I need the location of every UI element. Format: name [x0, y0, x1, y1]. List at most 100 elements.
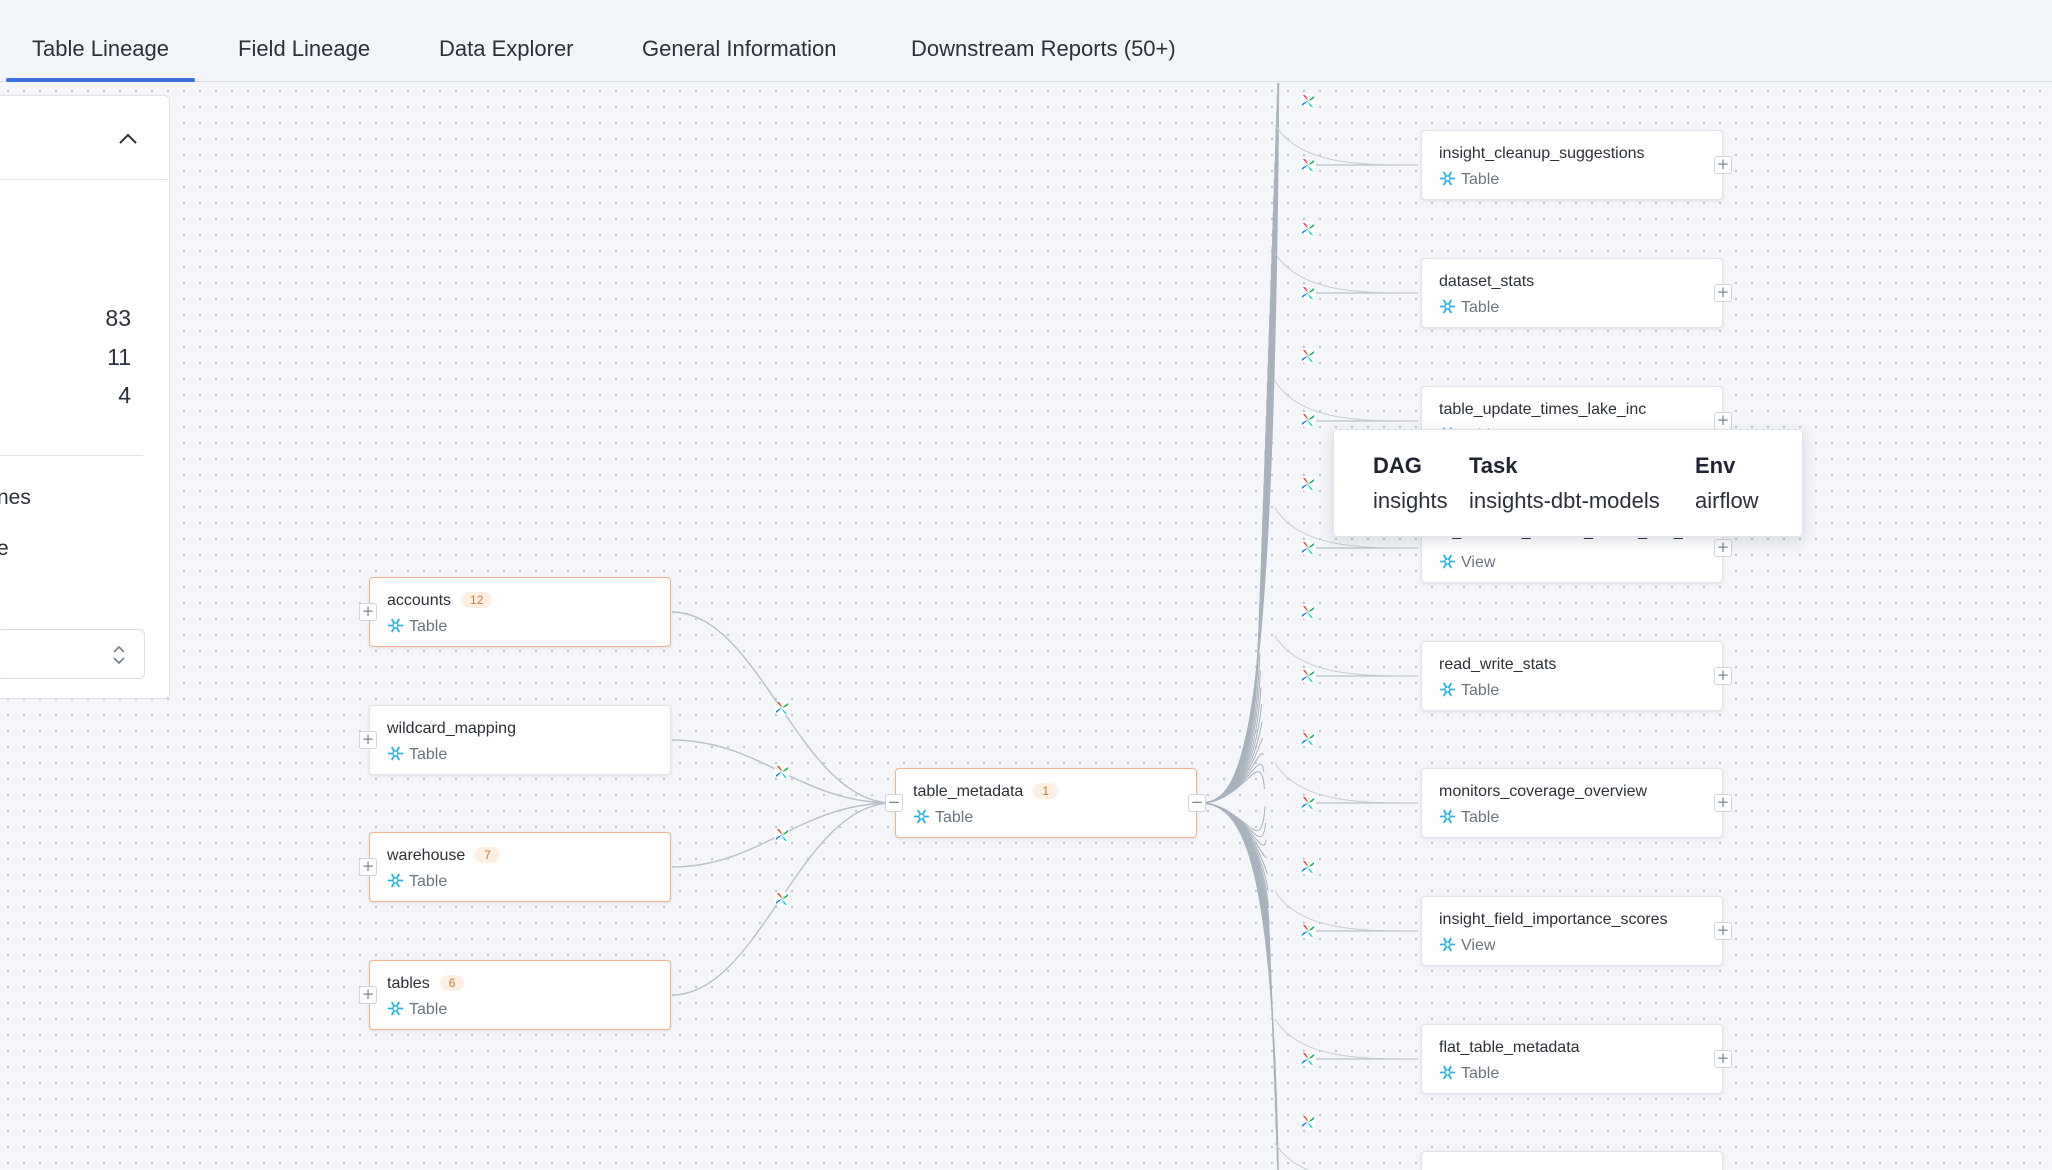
snowflake-icon	[913, 809, 930, 824]
airflow-icon[interactable]	[1300, 859, 1316, 875]
lineage-edge	[1199, 161, 1276, 804]
lineage-node-upstream[interactable]: wildcard_mapping Table	[369, 705, 671, 775]
lineage-node-downstream[interactable]: dataset_stats Table	[1421, 258, 1723, 328]
airflow-icon[interactable]	[1300, 540, 1316, 556]
expand-downstream-button[interactable]: +	[1714, 156, 1732, 174]
airflow-icon[interactable]	[1300, 285, 1316, 301]
tooltip-env-header: Env	[1695, 453, 1736, 478]
lineage-edge	[1199, 802, 1277, 1129]
tab-bar: Table Lineage Field Lineage Data Explore…	[0, 0, 2052, 82]
tab-table-lineage[interactable]: Table Lineage	[5, 36, 196, 82]
airflow-icon[interactable]	[1300, 221, 1316, 237]
airflow-icon[interactable]	[1300, 476, 1316, 492]
lineage-edge	[1199, 314, 1271, 804]
airflow-icon[interactable]	[774, 891, 790, 907]
tab-downstream-reports[interactable]: Downstream Reports (50+)	[911, 36, 1176, 61]
lineage-edge	[1199, 802, 1275, 1078]
tooltip-task-value: insights-dbt-models	[1469, 488, 1660, 513]
expand-downstream-button[interactable]: +	[1714, 539, 1732, 557]
airflow-icon[interactable]	[1300, 412, 1316, 428]
lineage-node-downstream[interactable]: flat_table_metadata Table	[1421, 1024, 1723, 1094]
lineage-node-downstream[interactable]	[1421, 1151, 1723, 1170]
airflow-task-tooltip: DAG Task Env insights insights-dbt-model…	[1333, 429, 1803, 537]
airflow-icon[interactable]	[774, 700, 790, 716]
lineage-edge	[1199, 802, 1279, 1170]
airflow-icon[interactable]	[1300, 731, 1316, 747]
lineage-node-downstream[interactable]: read_write_stats Table	[1421, 641, 1723, 711]
expand-downstream-button[interactable]: +	[1714, 284, 1732, 302]
lineage-edge	[1199, 178, 1275, 804]
panel-option-label[interactable]: nes	[0, 486, 31, 509]
collapse-downstream-button[interactable]: −	[1188, 794, 1206, 812]
expand-upstream-button[interactable]: +	[359, 731, 377, 749]
panel-divider	[0, 455, 143, 456]
lineage-edge	[1199, 802, 1275, 1061]
tooltip-env-value: airflow	[1695, 488, 1759, 513]
lineage-node-downstream[interactable]: monitors_coverage_overview Table	[1421, 768, 1723, 838]
chevron-up-icon[interactable]	[117, 128, 139, 150]
airflow-icon[interactable]	[774, 827, 790, 843]
lineage-edge	[1199, 280, 1272, 804]
lineage-node-downstream[interactable]: insight_field_importance_scores View	[1421, 896, 1723, 966]
snowflake-icon	[1439, 809, 1456, 824]
lineage-edge	[1199, 365, 1269, 804]
node-type: Table	[387, 745, 447, 764]
lineage-edge	[1274, 762, 1419, 804]
node-type: Table	[1439, 298, 1499, 317]
airflow-icon[interactable]	[1300, 348, 1316, 364]
lineage-edge	[1199, 212, 1274, 804]
lineage-edge	[1199, 534, 1263, 804]
snowflake-icon	[1439, 171, 1456, 186]
node-type: View	[1439, 936, 1495, 955]
expand-downstream-button[interactable]: +	[1714, 412, 1732, 430]
expand-upstream-button[interactable]: +	[359, 858, 377, 876]
snowflake-icon	[387, 1001, 404, 1016]
count-value: 83	[105, 305, 131, 331]
expand-downstream-button[interactable]: +	[1714, 922, 1732, 940]
airflow-icon[interactable]	[1300, 1051, 1316, 1067]
select-updown-icon	[113, 645, 125, 665]
expand-downstream-button[interactable]: +	[1714, 794, 1732, 812]
tab-field-lineage[interactable]: Field Lineage	[238, 36, 371, 61]
collapse-upstream-button[interactable]: −	[885, 794, 903, 812]
panel-option-label[interactable]: e	[0, 537, 9, 561]
panel-select[interactable]	[0, 629, 145, 679]
lineage-edges	[671, 83, 1419, 1170]
lineage-edge	[1199, 619, 1260, 804]
snowflake-icon	[387, 746, 404, 761]
airflow-icon[interactable]	[1300, 157, 1316, 173]
tab-general-information[interactable]: General Information	[642, 36, 837, 61]
node-type: Table	[1439, 808, 1499, 827]
lineage-node-downstream[interactable]: insight_cleanup_suggestions Table	[1421, 130, 1723, 200]
lineage-edge	[1274, 635, 1419, 677]
tooltip-task-header: Task	[1469, 453, 1518, 478]
airflow-icon[interactable]	[774, 764, 790, 780]
airflow-icon[interactable]	[1300, 1114, 1316, 1130]
lineage-edge	[1199, 297, 1271, 804]
node-type: Table	[1439, 1064, 1499, 1083]
airflow-icon[interactable]	[1300, 795, 1316, 811]
airflow-icon[interactable]	[1300, 923, 1316, 939]
lineage-edge	[1199, 771, 1266, 804]
lineage-edge	[1274, 380, 1419, 422]
lineage-edge	[1199, 263, 1272, 804]
expand-downstream-button[interactable]: +	[1714, 1050, 1732, 1068]
snowflake-icon	[1439, 937, 1456, 952]
expand-upstream-button[interactable]: +	[359, 986, 377, 1004]
airflow-icon[interactable]	[1300, 668, 1316, 684]
expand-upstream-button[interactable]: +	[359, 603, 377, 621]
node-type: Table	[913, 808, 973, 827]
node-name: table_update_times_lake_inc	[1439, 401, 1647, 418]
tab-data-explorer[interactable]: Data Explorer	[439, 36, 574, 61]
lineage-edge	[1199, 551, 1263, 804]
airflow-icon[interactable]	[1300, 604, 1316, 620]
filter-panel-header	[0, 96, 169, 180]
airflow-icon[interactable]	[1300, 93, 1316, 109]
expand-downstream-button[interactable]: +	[1714, 667, 1732, 685]
